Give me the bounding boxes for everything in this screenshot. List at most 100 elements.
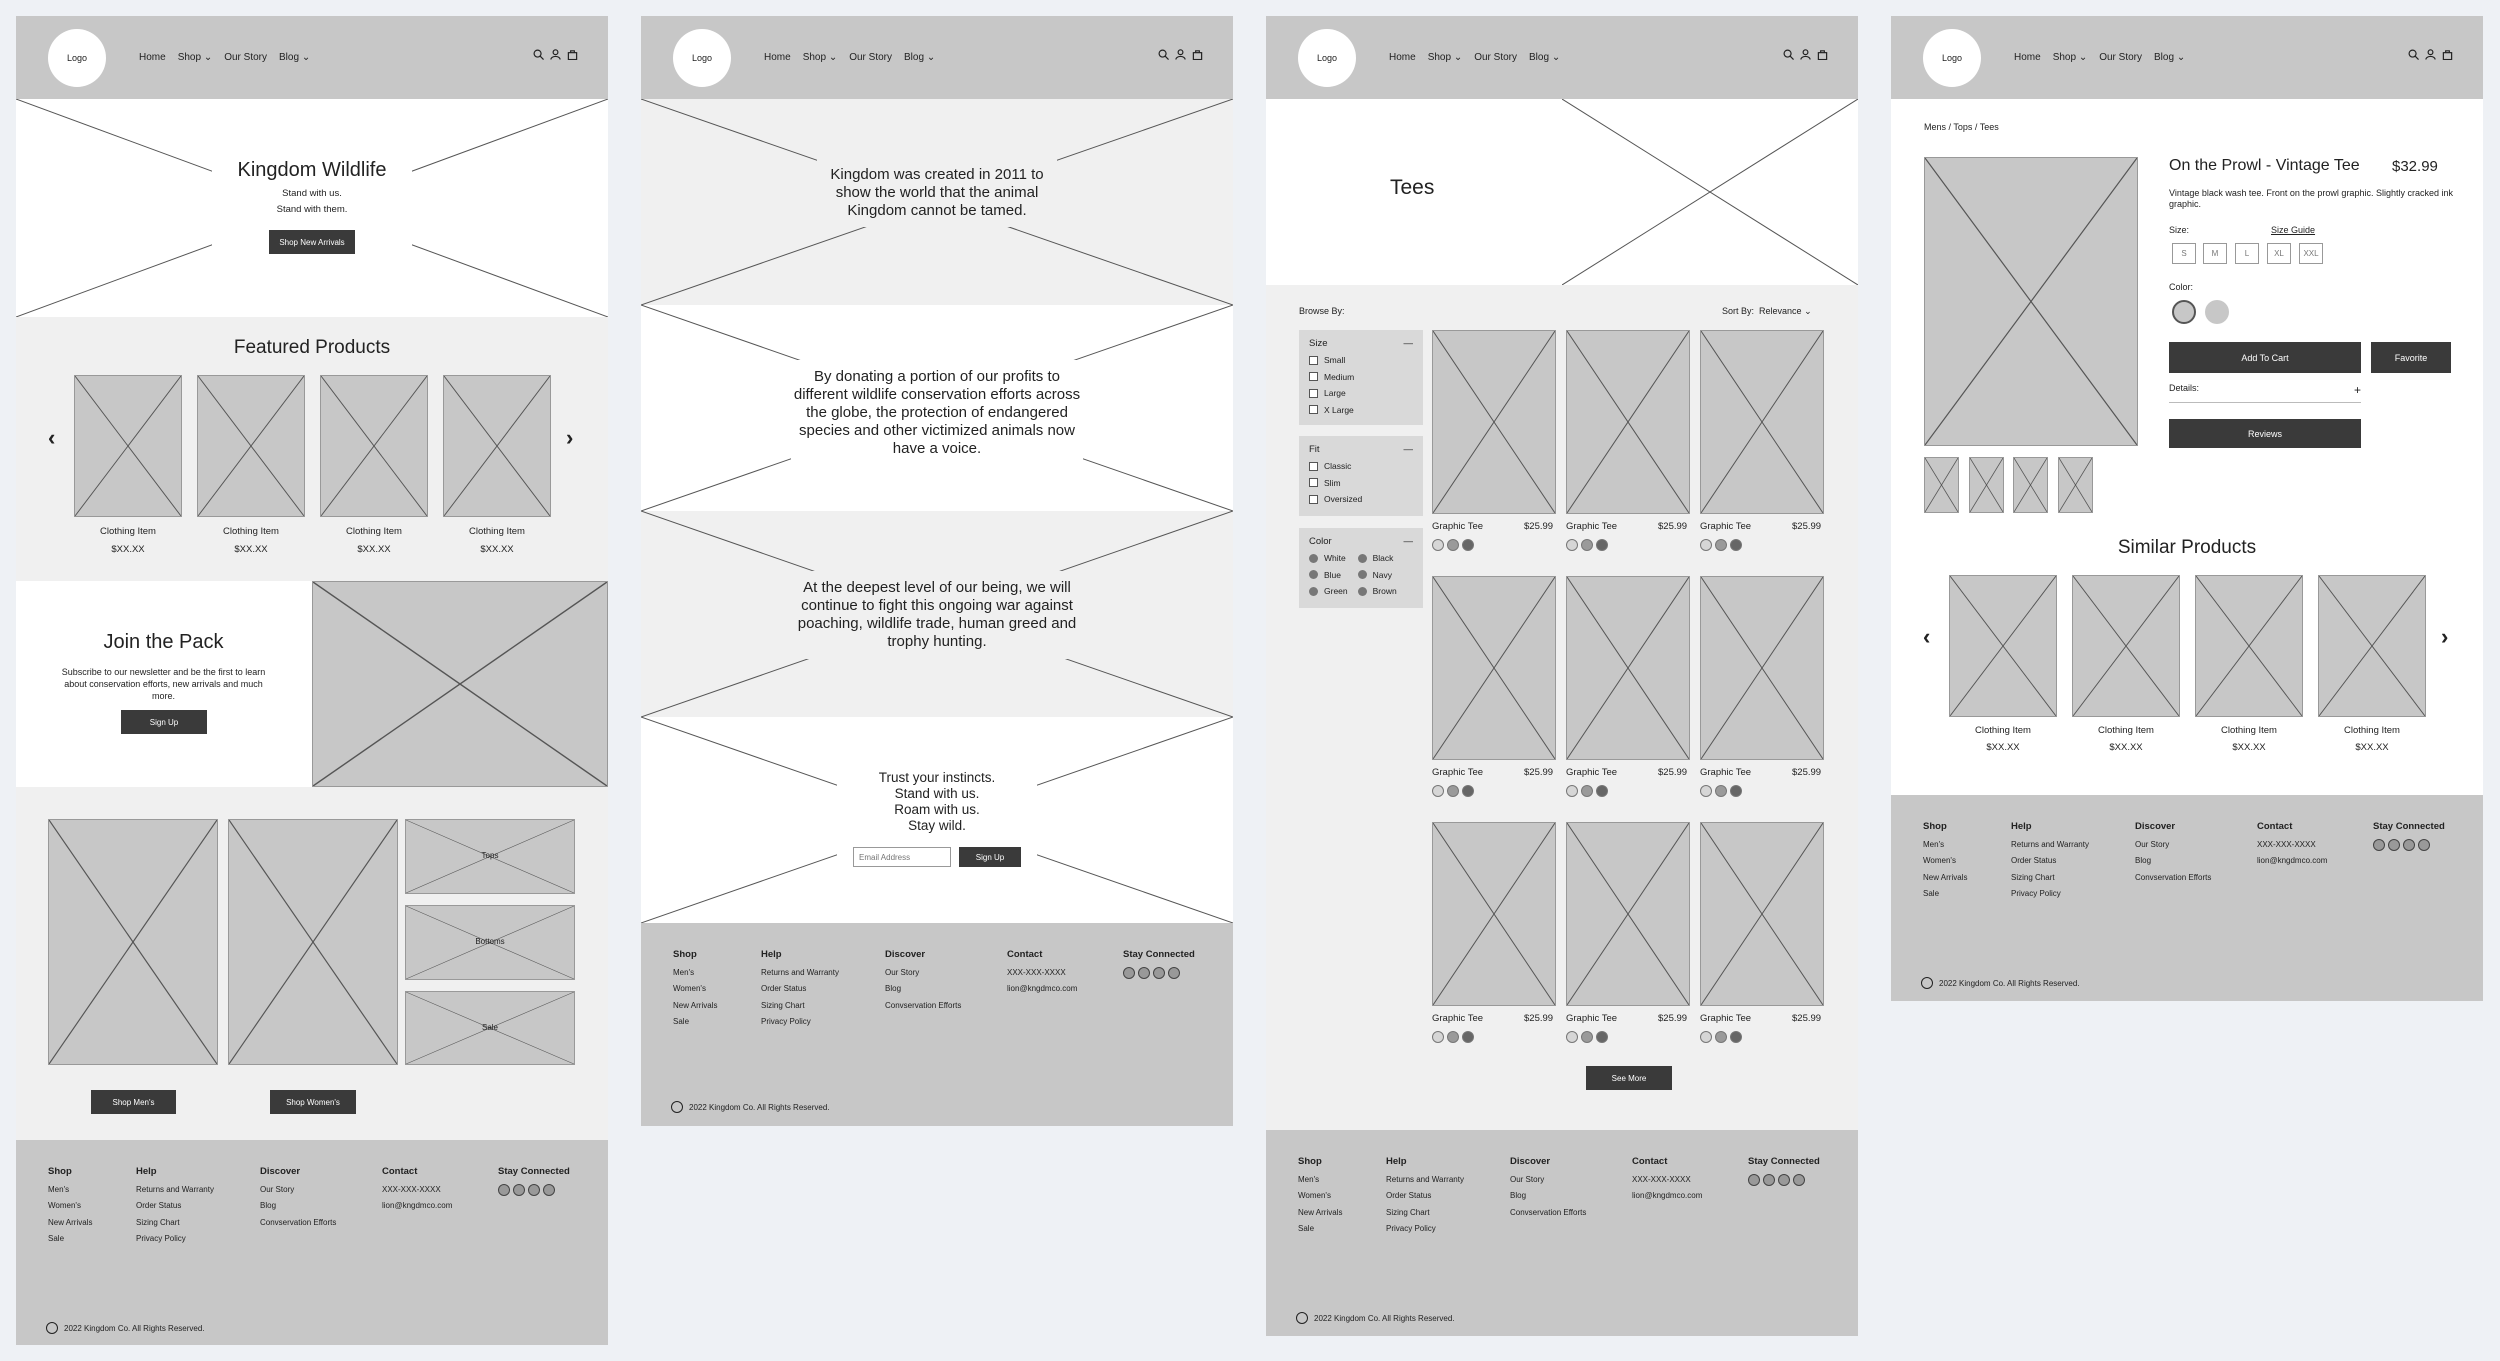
color-swatch[interactable] xyxy=(1715,785,1727,797)
product-image[interactable] xyxy=(197,375,305,517)
color-option[interactable]: White xyxy=(1309,550,1348,567)
footer-link[interactable]: Men's xyxy=(673,967,695,977)
footer-link[interactable]: Women's xyxy=(673,984,706,993)
footer-link[interactable]: Privacy Policy xyxy=(761,1017,811,1026)
color-swatch[interactable] xyxy=(1596,1031,1608,1043)
fit-checkbox[interactable]: Slim xyxy=(1309,475,1413,492)
footer-link[interactable]: Convservation Efforts xyxy=(2135,872,2212,882)
see-more-button[interactable]: See More xyxy=(1586,1066,1672,1090)
nav-home[interactable]: Home xyxy=(1389,52,1416,63)
cart-icon[interactable] xyxy=(567,49,578,60)
search-icon[interactable] xyxy=(1783,49,1794,60)
carousel-prev-icon[interactable]: ‹ xyxy=(1923,624,1931,649)
color-swatch[interactable] xyxy=(1566,1031,1578,1043)
footer-link[interactable]: Returns and Warranty xyxy=(761,967,839,977)
collapse-icon[interactable]: — xyxy=(1403,444,1414,455)
footer-link[interactable]: Women's xyxy=(1298,1191,1331,1200)
logo[interactable]: Logo xyxy=(48,29,106,87)
footer-link[interactable]: Returns and Warranty xyxy=(2011,839,2089,849)
email-input[interactable] xyxy=(853,847,951,867)
details-toggle[interactable]: Details:+ xyxy=(2169,383,2361,403)
footer-link[interactable]: Returns and Warranty xyxy=(1386,1174,1464,1184)
tee-product-image[interactable] xyxy=(1566,822,1690,1006)
nav-shop[interactable]: Shop ⌄ xyxy=(2053,52,2088,63)
instagram-icon[interactable] xyxy=(2373,838,2385,851)
color-swatch[interactable] xyxy=(1462,785,1474,797)
color-swatch[interactable] xyxy=(1566,785,1578,797)
favorite-button[interactable]: Favorite xyxy=(2371,342,2451,373)
color-swatch[interactable] xyxy=(1447,1031,1459,1043)
footer-link[interactable]: New Arrivals xyxy=(48,1217,93,1227)
color-swatch[interactable] xyxy=(1581,539,1593,551)
nav-our-story[interactable]: Our Story xyxy=(2099,52,2143,63)
product-image[interactable] xyxy=(320,375,428,517)
tee-product-image[interactable] xyxy=(1700,576,1824,760)
nav-our-story[interactable]: Our Story xyxy=(224,52,268,63)
color-swatch[interactable] xyxy=(1730,1031,1742,1043)
color-swatch[interactable] xyxy=(1462,1031,1474,1043)
footer-link[interactable]: Blog xyxy=(2135,856,2152,865)
size-option[interactable]: M xyxy=(2203,243,2227,264)
fit-checkbox[interactable]: Oversized xyxy=(1309,491,1413,508)
footer-link[interactable]: Men's xyxy=(1298,1174,1320,1184)
tee-product-image[interactable] xyxy=(1432,330,1556,514)
collapse-icon[interactable]: — xyxy=(1403,536,1414,547)
color-swatch[interactable] xyxy=(1715,1031,1727,1043)
size-option[interactable]: XXL xyxy=(2299,243,2323,264)
color-swatch[interactable] xyxy=(1700,539,1712,551)
product-image[interactable] xyxy=(74,375,182,517)
carousel-prev-icon[interactable]: ‹ xyxy=(48,425,56,450)
footer-link[interactable]: Blog xyxy=(885,984,902,993)
product-main-image[interactable] xyxy=(1924,157,2138,446)
footer-link[interactable]: Order Status xyxy=(2011,856,2057,865)
instagram-icon[interactable] xyxy=(1748,1173,1760,1186)
footer-link[interactable]: Privacy Policy xyxy=(1386,1224,1436,1233)
color-swatch[interactable] xyxy=(1596,785,1608,797)
footer-link[interactable]: Convservation Efforts xyxy=(1510,1207,1587,1217)
footer-link[interactable]: Sale xyxy=(48,1234,65,1243)
footer-link[interactable]: New Arrivals xyxy=(1923,872,1968,882)
email-icon[interactable] xyxy=(1793,1173,1805,1186)
email-icon[interactable] xyxy=(1168,966,1180,979)
story-signup-button[interactable]: Sign Up xyxy=(959,847,1021,867)
facebook-icon[interactable] xyxy=(1153,966,1165,979)
footer-link[interactable]: Men's xyxy=(48,1184,70,1194)
similar-product-image[interactable] xyxy=(1949,575,2057,717)
nav-home[interactable]: Home xyxy=(2014,52,2041,63)
color-option[interactable]: Green xyxy=(1309,583,1348,600)
facebook-icon[interactable] xyxy=(1778,1173,1790,1186)
search-icon[interactable] xyxy=(1158,49,1169,60)
sort-control[interactable]: Sort By: Relevance ⌄ xyxy=(1722,306,1812,317)
shop-mens-button[interactable]: Shop Men's xyxy=(91,1090,176,1114)
color-swatch[interactable] xyxy=(1700,1031,1712,1043)
color-swatch[interactable] xyxy=(1432,1031,1444,1043)
nav-shop[interactable]: Shop ⌄ xyxy=(803,52,838,63)
logo[interactable]: Logo xyxy=(1923,29,1981,87)
product-thumbnail[interactable] xyxy=(2013,457,2048,513)
newsletter-signup-button[interactable]: Sign Up xyxy=(121,710,207,734)
size-guide-link[interactable]: Size Guide xyxy=(2271,225,2316,235)
nav-shop[interactable]: Shop ⌄ xyxy=(178,52,213,63)
color-option[interactable]: Navy xyxy=(1357,567,1397,584)
footer-email[interactable]: lion@kngdmco.com xyxy=(1632,1191,1703,1200)
product-image[interactable] xyxy=(443,375,551,517)
footer-email[interactable]: lion@kngdmco.com xyxy=(2257,856,2328,865)
footer-link[interactable]: Privacy Policy xyxy=(136,1234,186,1243)
footer-link[interactable]: New Arrivals xyxy=(673,1000,718,1010)
product-thumbnail[interactable] xyxy=(1924,457,1959,513)
nav-our-story[interactable]: Our Story xyxy=(1474,52,1518,63)
email-icon[interactable] xyxy=(543,1183,555,1196)
color-swatch[interactable] xyxy=(1566,539,1578,551)
account-icon[interactable] xyxy=(550,49,561,60)
product-thumbnail[interactable] xyxy=(2058,457,2093,513)
fit-checkbox[interactable]: Classic xyxy=(1309,458,1413,475)
shop-womens-button[interactable]: Shop Women's xyxy=(270,1090,356,1114)
nav-blog[interactable]: Blog ⌄ xyxy=(279,52,310,63)
footer-link[interactable]: Men's xyxy=(1923,839,1945,849)
color-swatch[interactable] xyxy=(1447,785,1459,797)
size-option[interactable]: L xyxy=(2235,243,2259,264)
footer-link[interactable]: Blog xyxy=(1510,1191,1527,1200)
footer-link[interactable]: Our Story xyxy=(1510,1174,1545,1184)
tops-category-tile[interactable]: Tops xyxy=(405,819,575,894)
color-swatch[interactable] xyxy=(1432,539,1444,551)
